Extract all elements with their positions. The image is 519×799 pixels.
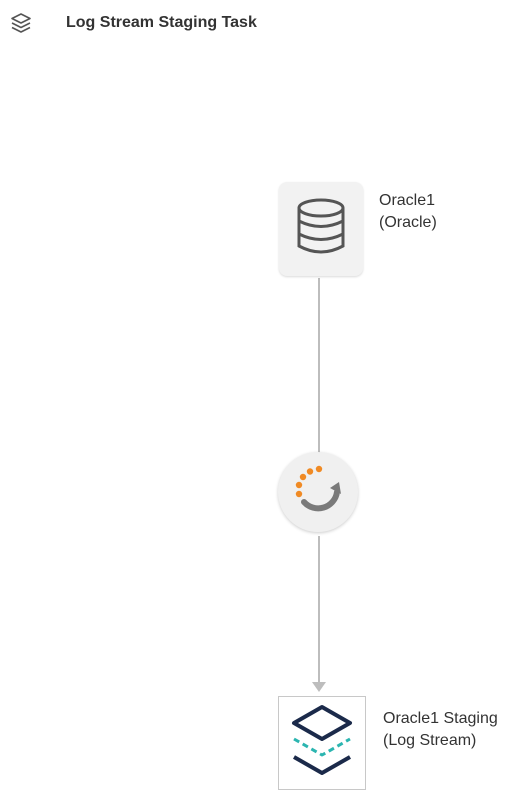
log-stream-layers-icon (284, 701, 360, 786)
task-header: Log Stream Staging Task (8, 8, 257, 38)
source-endpoint-name: Oracle1 (379, 192, 436, 209)
target-endpoint-label: Oracle1 Staging (Log Stream) (383, 708, 498, 752)
connector-arrowhead (312, 682, 326, 692)
target-endpoint-name: Oracle1 Staging (383, 710, 498, 727)
source-endpoint-type: (Oracle) (379, 214, 437, 231)
page-title: Log Stream Staging Task (66, 14, 257, 31)
connector-line (318, 278, 320, 454)
source-endpoint-node[interactable] (279, 182, 363, 276)
source-endpoint-label: Oracle1 (Oracle) (379, 190, 437, 234)
database-icon (291, 196, 351, 263)
connector-line (318, 536, 320, 684)
target-endpoint-node[interactable] (278, 696, 366, 790)
replication-spinner-icon (290, 462, 346, 523)
target-endpoint-type: (Log Stream) (383, 732, 477, 749)
layers-stack-icon (8, 10, 34, 36)
replication-task-node[interactable] (278, 452, 358, 532)
